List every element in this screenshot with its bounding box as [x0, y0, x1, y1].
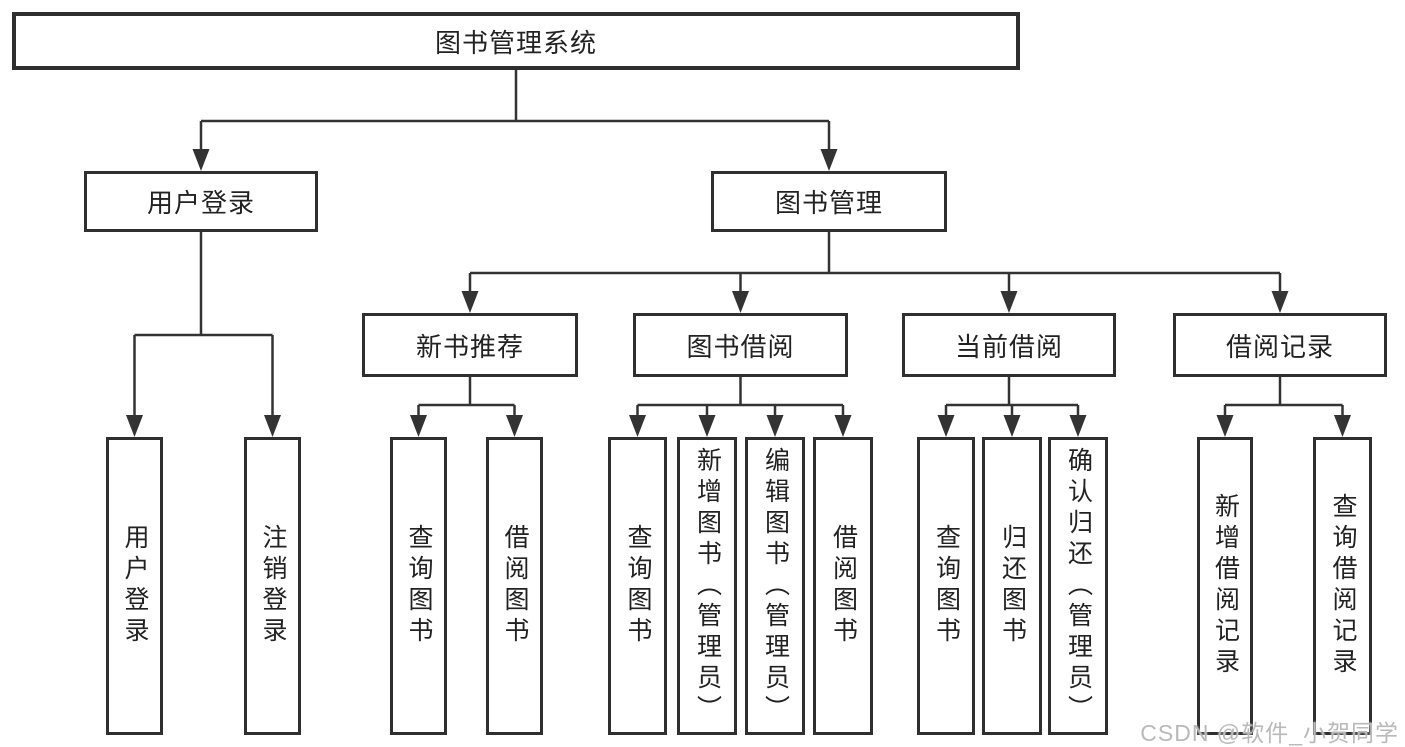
leaf-current-confirm-return-admin-label: 确认归还（管理员） [1064, 446, 1093, 726]
leaf-borrow-borrow-books: 借阅图书 [813, 437, 873, 735]
node-borrow-records: 借阅记录 [1173, 313, 1387, 377]
csdn-watermark: CSDN @软件_小贺同学 [1140, 720, 1399, 746]
leaf-logout-label: 注销登录 [259, 524, 287, 648]
leaf-current-return-books: 归还图书 [982, 437, 1042, 735]
leaf-current-query-books: 查询图书 [917, 437, 975, 735]
leaf-user-login-label: 用户登录 [121, 524, 149, 648]
leaf-current-confirm-return-admin: 确认归还（管理员） [1048, 437, 1108, 735]
connector-root-to-level2 [192, 70, 838, 171]
node-user-login-label: 用户登录 [146, 188, 255, 218]
connector-current-to-leaves [937, 377, 1087, 437]
leaf-records-add-record: 新增借阅记录 [1197, 437, 1253, 735]
node-new-book-recommend: 新书推荐 [362, 313, 578, 377]
node-borrow-records-label: 借阅记录 [1225, 331, 1334, 362]
leaf-user-login: 用户登录 [106, 437, 163, 735]
leaf-borrow-edit-books-admin-label: 编辑图书（管理员） [761, 446, 790, 726]
node-root-label: 图书管理系统 [434, 27, 597, 58]
leaf-borrow-add-books-admin-label: 新增图书（管理员） [693, 446, 722, 726]
leaf-current-return-books-label: 归还图书 [998, 524, 1027, 648]
node-root-system: 图书管理系统 [12, 12, 1020, 70]
connector-newbook-to-leaves [410, 377, 523, 437]
leaf-records-query-record-label: 查询借阅记录 [1329, 493, 1357, 679]
leaf-records-add-record-label: 新增借阅记录 [1211, 493, 1240, 679]
leaf-borrow-add-books-admin: 新增图书（管理员） [677, 437, 737, 735]
leaf-newbook-query-books: 查询图书 [390, 437, 447, 735]
leaf-records-query-record: 查询借阅记录 [1313, 437, 1372, 735]
connector-login-to-leaves [126, 232, 281, 437]
leaf-borrow-query-books-label: 查询图书 [624, 524, 652, 648]
leaf-borrow-edit-books-admin: 编辑图书（管理员） [745, 437, 805, 735]
node-book-management-label: 图书管理 [774, 188, 883, 218]
leaf-borrow-borrow-books-label: 借阅图书 [829, 524, 858, 648]
leaf-logout: 注销登录 [244, 437, 301, 735]
node-book-borrow: 图书借阅 [633, 313, 848, 377]
leaf-newbook-query-books-label: 查询图书 [405, 524, 433, 648]
node-new-book-recommend-label: 新书推荐 [415, 331, 524, 362]
node-current-borrow-label: 当前借阅 [954, 331, 1063, 362]
connector-borrow-to-leaves [629, 377, 852, 437]
connector-records-to-leaves [1216, 377, 1351, 437]
leaf-borrow-query-books: 查询图书 [608, 437, 667, 735]
leaf-newbook-borrow-books-label: 借阅图书 [501, 524, 529, 648]
connector-mgmt-to-level3 [461, 232, 1289, 313]
leaf-current-query-books-label: 查询图书 [932, 524, 961, 648]
node-book-management: 图书管理 [711, 171, 947, 232]
node-user-login: 用户登录 [84, 171, 318, 232]
node-current-borrow: 当前借阅 [902, 313, 1116, 377]
node-book-borrow-label: 图书借阅 [686, 331, 795, 362]
leaf-newbook-borrow-books: 借阅图书 [486, 437, 543, 735]
